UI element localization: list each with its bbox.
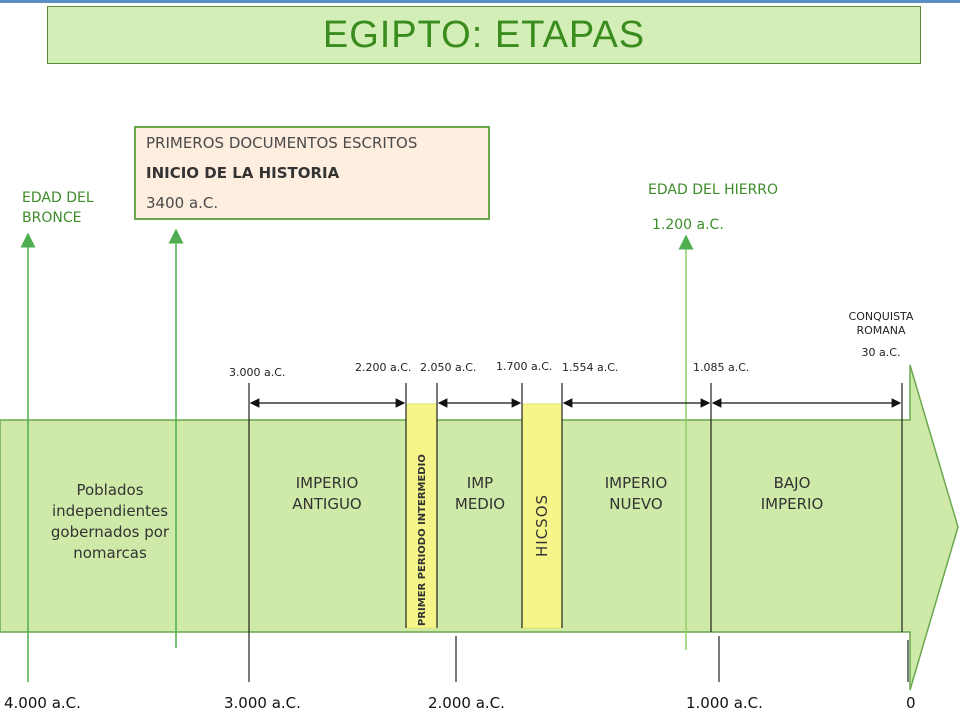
top-accent-line <box>0 0 960 3</box>
page-title: EGIPTO: ETAPAS <box>322 13 646 56</box>
segment-poblados: Poblados independientes gobernados por n… <box>20 480 200 564</box>
nuevo-line2: NUEVO <box>609 495 663 513</box>
history-line2: INICIO DE LA HISTORIA <box>146 164 340 182</box>
bajo-line1: BAJO <box>773 474 811 492</box>
date-1554: 1.554 a.C. <box>562 361 619 374</box>
bronze-label-line2: BRONCE <box>22 210 82 226</box>
date-2200: 2.200 a.C. <box>355 361 412 374</box>
iron-date: 1.200 a.C. <box>652 217 724 233</box>
history-start-box: PRIMEROS DOCUMENTOS ESCRITOS INICIO DE L… <box>134 126 490 220</box>
iron-label: EDAD DEL HIERRO <box>648 182 779 198</box>
segment-medio: IMP MEDIO <box>438 473 522 515</box>
medio-line1: IMP <box>466 474 494 492</box>
axis-2000: 2.000 a.C. <box>428 694 505 712</box>
axis-0: 0 <box>906 694 916 712</box>
segment-nuevo: IMPERIO NUEVO <box>562 473 710 515</box>
date-2050: 2.050 a.C. <box>420 361 477 374</box>
date-1700: 1.700 a.C. <box>496 360 553 373</box>
date-3000: 3.000 a.C. <box>229 366 286 379</box>
antiguo-line2: ANTIGUO <box>292 495 362 513</box>
axis-4000: 4.000 a.C. <box>4 694 81 712</box>
segment-hicsos: HICSOS <box>533 494 551 557</box>
title-banner: EGIPTO: ETAPAS <box>47 6 921 64</box>
segment-bajo: BAJO IMPERIO <box>712 473 872 515</box>
bronze-label-line1: EDAD DEL <box>22 190 94 206</box>
timeline-band <box>0 364 959 691</box>
poblados-line1: Poblados <box>76 481 144 499</box>
date-1085: 1.085 a.C. <box>693 361 750 374</box>
segment-intermedio: PRIMER PERIODO INTERMEDIO <box>417 454 428 626</box>
axis-3000: 3.000 a.C. <box>224 694 301 712</box>
axis-1000: 1.000 a.C. <box>686 694 763 712</box>
medio-line2: MEDIO <box>454 495 506 513</box>
bronze-label: EDAD DEL BRONCE <box>22 188 94 228</box>
conquest-line2: ROMANA <box>856 324 906 337</box>
antiguo-line1: IMPERIO <box>295 474 359 492</box>
conquest-label: CONQUISTA ROMANA 30 a.C. <box>846 310 916 360</box>
conquest-line1: CONQUISTA <box>848 310 914 323</box>
nuevo-line1: IMPERIO <box>604 474 668 492</box>
history-line3: 3400 a.C. <box>146 194 219 212</box>
poblados-line2: independientes <box>51 502 169 520</box>
segment-antiguo: IMPERIO ANTIGUO <box>252 473 402 515</box>
bajo-line2: IMPERIO <box>760 495 824 513</box>
conquest-date: 30 a.C. <box>861 346 901 359</box>
poblados-line4: nomarcas <box>73 544 147 562</box>
poblados-line3: gobernados por <box>50 523 170 541</box>
history-line1: PRIMEROS DOCUMENTOS ESCRITOS <box>146 134 418 152</box>
